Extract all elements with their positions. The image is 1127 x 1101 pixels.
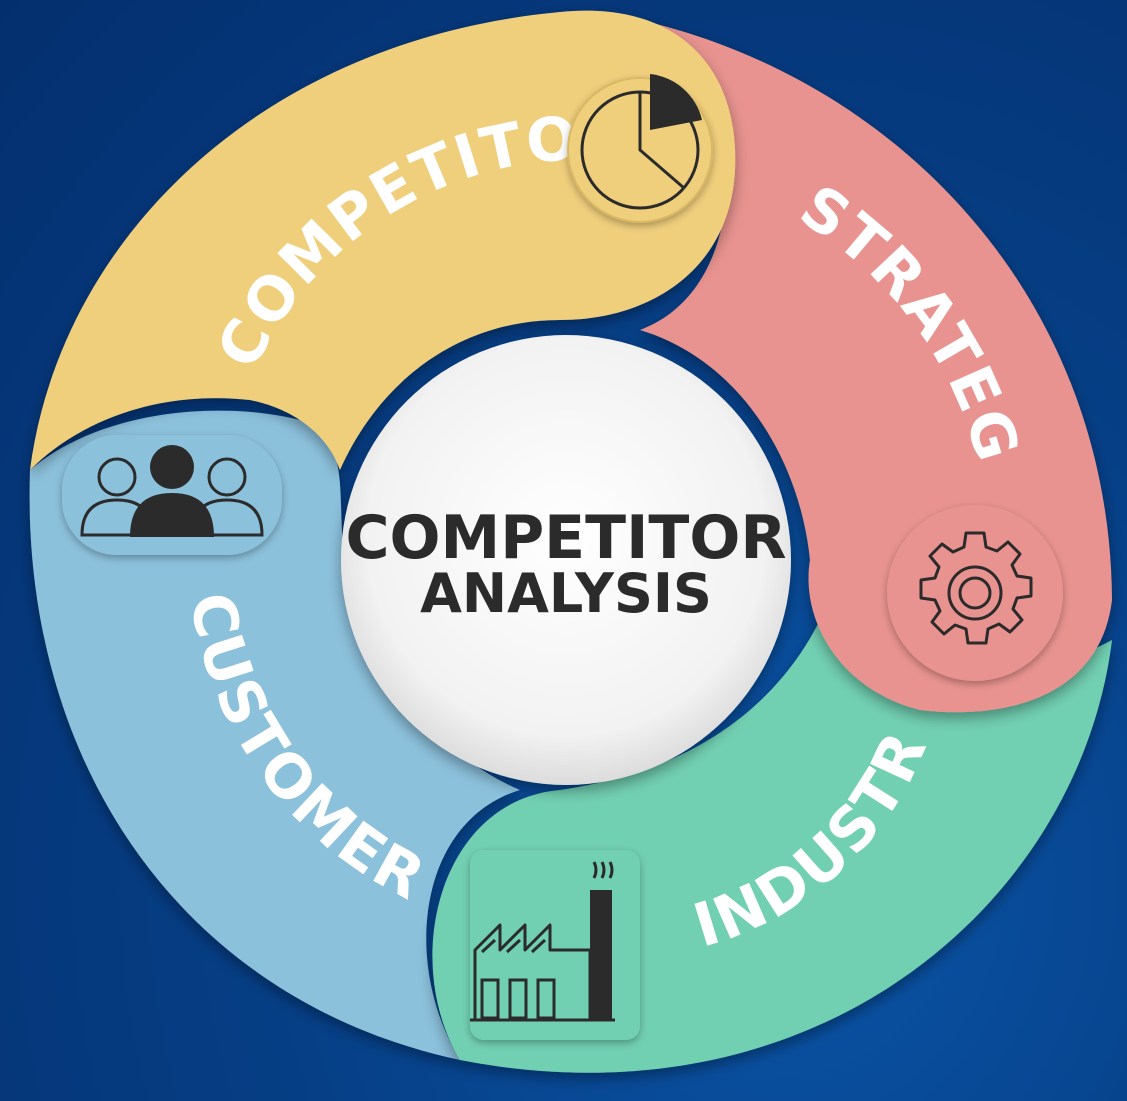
center-circle (341, 335, 791, 785)
customers-segment (29, 410, 520, 1060)
factory-icon (470, 850, 640, 1040)
competitor-segment (30, 10, 736, 471)
people-icon (62, 435, 282, 555)
center-title-line2: ANALYSIS (420, 562, 712, 625)
center-title-line1: COMPETITOR (345, 503, 786, 573)
pie-chart-icon (567, 74, 713, 223)
gear-icon (887, 505, 1063, 681)
